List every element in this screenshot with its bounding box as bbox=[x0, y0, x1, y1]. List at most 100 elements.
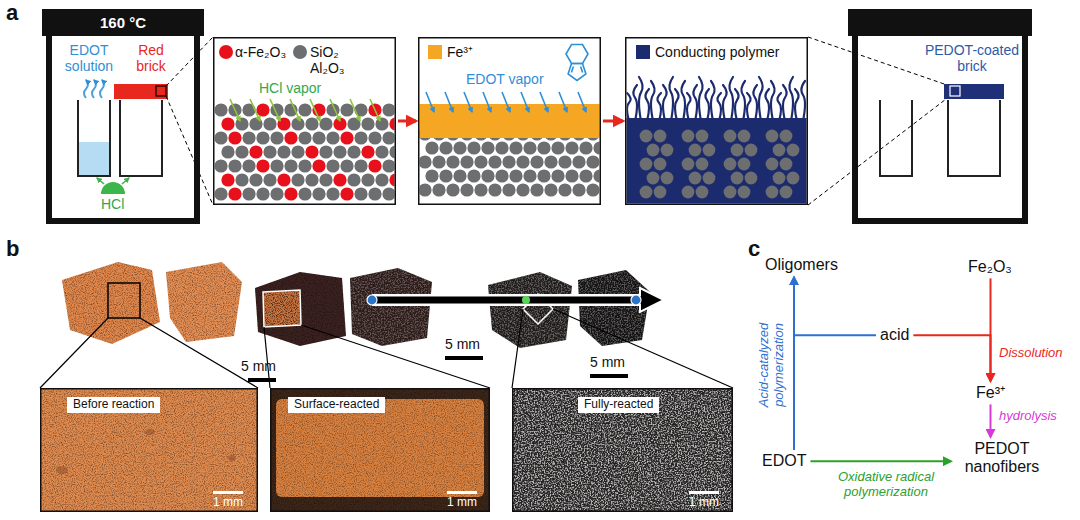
polymer-layer bbox=[640, 186, 653, 199]
particle-bed bbox=[270, 187, 283, 200]
particle-bed bbox=[481, 141, 494, 154]
polymer-layer bbox=[661, 172, 674, 185]
particle-bed bbox=[340, 103, 353, 116]
polymer-layer bbox=[795, 89, 799, 121]
progress-arrow bbox=[367, 295, 377, 305]
micrograph bbox=[512, 388, 733, 512]
vapor-arrow bbox=[100, 80, 104, 98]
particle-bed bbox=[312, 159, 325, 172]
arrow-connector bbox=[398, 120, 416, 123]
particle-bed bbox=[368, 187, 381, 200]
particle-bed bbox=[215, 159, 228, 172]
particle-bed bbox=[453, 169, 466, 182]
micrograph bbox=[512, 388, 733, 512]
micrograph bbox=[40, 388, 258, 512]
brick-sample bbox=[114, 84, 168, 99]
arrow-connector bbox=[794, 277, 876, 335]
photo-panel: Before reaction1 mm bbox=[40, 388, 258, 512]
particle-bed bbox=[389, 145, 394, 158]
particle-bed bbox=[509, 141, 522, 154]
polymer-layer bbox=[745, 172, 758, 185]
particle-bed bbox=[249, 173, 262, 186]
node-label: Fe³⁺ bbox=[976, 384, 1005, 402]
vapor-arrow bbox=[230, 99, 240, 121]
vapor-arrow bbox=[426, 92, 586, 112]
legend-label: Conducting polymer bbox=[655, 44, 780, 60]
brick-sample bbox=[156, 86, 166, 96]
polymer-layer bbox=[724, 158, 737, 171]
polymer-layer bbox=[777, 93, 781, 121]
hcl-source bbox=[101, 182, 125, 194]
particle-bed bbox=[228, 131, 241, 144]
polymer-layer bbox=[780, 158, 793, 171]
leader-line bbox=[140, 318, 258, 388]
polymer-layer bbox=[724, 186, 737, 199]
polymer-layer bbox=[717, 93, 721, 121]
zoom-line bbox=[808, 96, 950, 205]
micrograph bbox=[270, 388, 490, 512]
zoom-panel: α-Fe₂O₃SiO₂ Al₂O₃HCl vapor bbox=[213, 37, 396, 205]
brick-photo bbox=[62, 262, 160, 344]
particle-bed bbox=[565, 169, 578, 182]
particle-bed bbox=[326, 159, 339, 172]
progress-arrow bbox=[522, 296, 530, 304]
particle-bed bbox=[215, 103, 228, 116]
polymer-layer bbox=[738, 130, 751, 143]
vapor-arrow bbox=[521, 92, 529, 112]
particle-bed bbox=[530, 155, 543, 168]
particle-bed bbox=[467, 141, 480, 154]
edot-molecule bbox=[581, 67, 583, 73]
particle-bed bbox=[474, 183, 487, 196]
particle-bed bbox=[446, 183, 459, 196]
particle-bed bbox=[298, 131, 311, 144]
scale-label: 1 mm bbox=[208, 495, 248, 509]
polymer-layer bbox=[766, 130, 779, 143]
polymer-layer bbox=[651, 81, 655, 121]
polymer-layer bbox=[639, 77, 643, 121]
polymer-layer bbox=[689, 144, 702, 157]
particle-bed bbox=[593, 169, 599, 182]
particle-bed bbox=[516, 183, 529, 196]
polymer-layer bbox=[693, 85, 697, 121]
polymer-layer bbox=[682, 186, 695, 199]
particle-bed bbox=[420, 104, 600, 197]
particle-bed bbox=[319, 117, 332, 130]
particle-bed bbox=[579, 169, 592, 182]
scale-label: 1 mm bbox=[684, 495, 724, 509]
particle-bed bbox=[502, 155, 515, 168]
polymer-layer bbox=[687, 93, 691, 121]
node-label: EDOT bbox=[762, 452, 806, 470]
particle-bed bbox=[228, 187, 241, 200]
scale-label: 5 mm bbox=[590, 354, 625, 370]
scale-label: 1 mm bbox=[442, 495, 482, 509]
polymer-layer bbox=[738, 186, 751, 199]
particle-bed bbox=[523, 169, 536, 182]
particle-bed bbox=[215, 187, 228, 200]
zoom-line bbox=[166, 96, 213, 205]
zoom-panel: Fe³⁺EDOT vapor bbox=[418, 37, 601, 205]
brick-photo bbox=[263, 290, 301, 327]
particle-bed bbox=[305, 117, 318, 130]
coated-brick bbox=[944, 84, 1004, 99]
beaker bbox=[78, 100, 110, 176]
polymer-layer bbox=[724, 130, 737, 143]
particle-bed bbox=[368, 159, 381, 172]
brick-photo bbox=[62, 262, 650, 348]
polymer-layer bbox=[640, 130, 653, 143]
particle-bed bbox=[256, 187, 269, 200]
particle-bed bbox=[425, 169, 438, 182]
polymer-layer bbox=[633, 85, 637, 121]
brick-photo bbox=[488, 272, 572, 348]
particle-bed bbox=[537, 169, 550, 182]
vapor-arrow bbox=[290, 99, 300, 121]
polymer-layer bbox=[669, 77, 673, 121]
micrograph bbox=[40, 388, 733, 512]
polymer-layer bbox=[731, 172, 744, 185]
species-label: EDOT bbox=[762, 452, 806, 470]
particle-bed bbox=[263, 173, 276, 186]
brick-photo bbox=[62, 262, 160, 344]
coated-brick bbox=[944, 84, 1004, 99]
micrograph bbox=[40, 388, 258, 512]
beaker bbox=[948, 100, 1000, 176]
particle-bed bbox=[488, 155, 501, 168]
